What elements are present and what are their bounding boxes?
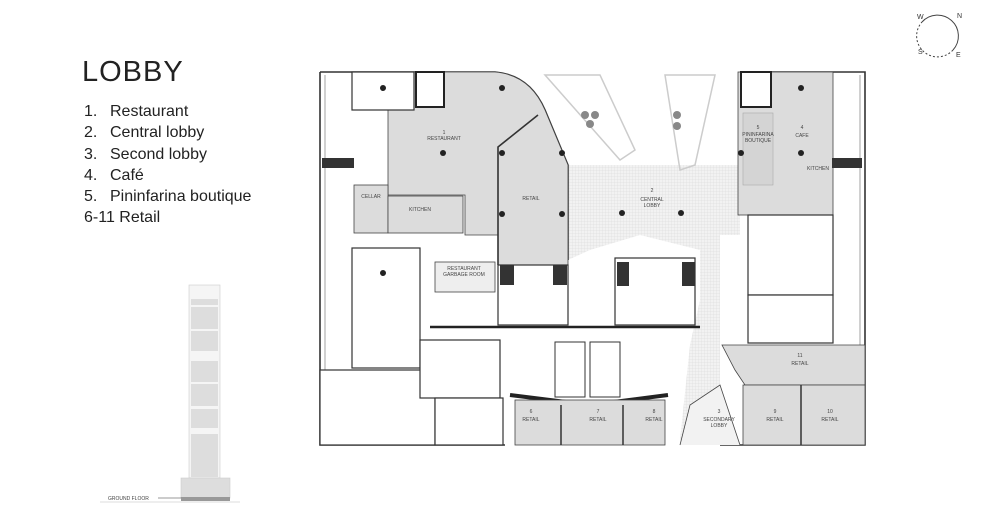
svg-text:2: 2	[651, 188, 654, 194]
room-labels: 1 RESTAURANT RETAIL CELLAR KITCHEN RESTA…	[361, 125, 839, 429]
building-elevation: GROUND FLOOR	[100, 284, 240, 503]
svg-text:N: N	[957, 13, 962, 20]
svg-text:RETAIL: RETAIL	[791, 361, 808, 367]
room-cellar	[353, 184, 389, 234]
svg-text:10: 10	[827, 409, 833, 415]
room-restaurant	[387, 71, 569, 266]
svg-text:RETAIL: RETAIL	[522, 417, 539, 423]
svg-text:LOBBY: LOBBY	[711, 423, 728, 429]
compass-icon: W N S E	[916, 13, 962, 59]
page-title: LOBBY	[82, 56, 184, 88]
svg-text:LOBBY: LOBBY	[644, 203, 661, 209]
room-garbage	[434, 261, 496, 293]
room-retail-6-8	[514, 399, 666, 446]
svg-text:BOUTIQUE: BOUTIQUE	[745, 138, 772, 144]
svg-text:RETAIL: RETAIL	[522, 196, 539, 202]
svg-text:4: 4	[801, 125, 804, 131]
svg-text:RETAIL: RETAIL	[821, 417, 838, 423]
legend-item: 2.Central lobby	[84, 124, 205, 142]
svg-text:8: 8	[653, 409, 656, 415]
svg-text:6: 6	[530, 409, 533, 415]
room-legend: 1.Restaurant 2.Central lobby 3.Second lo…	[84, 101, 251, 229]
legend-item: 4.Café	[84, 166, 144, 184]
svg-text:CAFE: CAFE	[795, 133, 809, 139]
svg-text:RESTAURANT: RESTAURANT	[427, 136, 461, 142]
legend-item: 1.Restaurant	[84, 103, 189, 120]
svg-text:SECONDARY: SECONDARY	[703, 417, 735, 423]
svg-text:3: 3	[718, 409, 721, 415]
svg-text:RETAIL: RETAIL	[589, 417, 606, 423]
svg-text:S: S	[918, 49, 923, 56]
legend-item: 5.Pininfarina boutique	[84, 188, 252, 206]
svg-text:CELLAR: CELLAR	[361, 194, 381, 200]
svg-text:KITCHEN: KITCHEN	[409, 207, 431, 213]
svg-text:GROUND FLOOR: GROUND FLOOR	[108, 496, 149, 502]
svg-text:7: 7	[597, 409, 600, 415]
svg-text:1: 1	[443, 130, 446, 136]
svg-text:RETAIL: RETAIL	[766, 417, 783, 423]
room-retail-9-10	[742, 384, 866, 446]
svg-text:RESTAURANT: RESTAURANT	[447, 266, 481, 272]
svg-text:GARBAGE ROOM: GARBAGE ROOM	[443, 272, 485, 278]
svg-text:PININFARINA: PININFARINA	[742, 132, 774, 138]
legend-item: 3.Second lobby	[84, 145, 207, 163]
svg-text:CENTRAL: CENTRAL	[640, 197, 664, 203]
svg-text:5: 5	[757, 125, 760, 131]
svg-text:11: 11	[797, 353, 802, 359]
svg-text:E: E	[956, 52, 961, 59]
room-kitchen-west	[387, 195, 464, 234]
svg-text:W: W	[917, 14, 924, 21]
svg-text:RETAIL: RETAIL	[645, 417, 662, 423]
legend-item: 6-11 Retail	[84, 209, 161, 227]
svg-text:KITCHEN: KITCHEN	[807, 166, 829, 172]
svg-text:9: 9	[774, 409, 777, 415]
